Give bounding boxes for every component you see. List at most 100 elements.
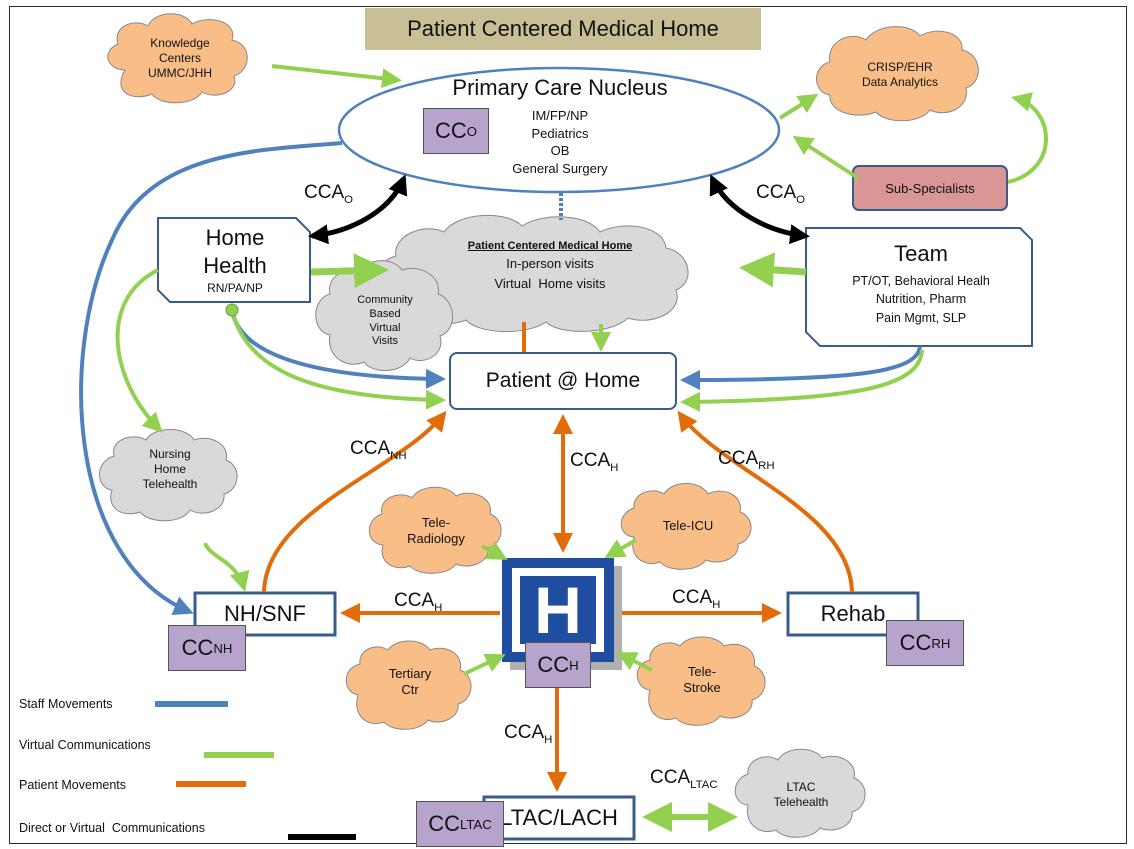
arrow-stroke-hospital — [616, 652, 653, 672]
tele-icu-label: Tele-ICU — [662, 518, 714, 533]
nucleus-service: Pediatrics — [531, 125, 589, 141]
cca-main: CCA — [350, 438, 391, 459]
arrow-sub-crisp-loop — [1007, 92, 1048, 184]
community-line: Community — [357, 294, 413, 306]
sub-specialists-box — [852, 165, 1008, 211]
tele-radiology-line: Tele- — [421, 515, 451, 530]
arrow-team-pcmh — [739, 252, 807, 288]
cca-h-right: CCAH — [672, 587, 720, 611]
cca-main: CCA — [570, 450, 611, 471]
cc-h-main: CC — [537, 652, 570, 677]
tertiary-label: Tertiary Ctr — [370, 666, 450, 699]
arrow-homehealth-patient-green — [230, 309, 446, 410]
cc-rh-main: CC — [899, 630, 932, 655]
cc-nh-main: CC — [181, 635, 214, 660]
team-label: Team PT/OT, Behavioral Healh Nutrition, … — [815, 240, 1027, 328]
tele-radiology-cloud — [368, 486, 502, 574]
ltac-telehealth-cloud — [734, 748, 866, 838]
team-line: PT/OT, Behavioral Healh — [852, 273, 990, 288]
cca-sub: H — [544, 733, 553, 746]
community-line: Based — [369, 307, 401, 320]
nucleus-services: IM/FP/NP Pediatrics OB General Surgery — [490, 107, 630, 177]
homehealth-node — [225, 303, 239, 317]
team-title: Team — [894, 241, 948, 266]
ltac-telehealth-line: Telehealth — [773, 795, 829, 809]
arrow-sub-crisp — [792, 135, 860, 180]
cca-main: CCA — [504, 722, 545, 743]
tele-icu-cloud — [620, 483, 752, 570]
cca-o-left: CCAO — [304, 182, 353, 206]
cca-sub: O — [344, 193, 353, 206]
cca-main: CCA — [650, 767, 691, 788]
cca-sub: H — [434, 601, 443, 614]
cca-rh: CCARH — [718, 448, 775, 472]
ltac-telehealth-line: LTAC — [786, 780, 816, 794]
arrow-tertiary-hospital — [463, 653, 506, 676]
legend-virtual: Virtual Communications — [19, 738, 151, 752]
tele-radiology-label: Tele- Radiology — [396, 515, 476, 548]
cca-sub: LTAC — [690, 778, 718, 791]
cca-sub: H — [712, 598, 721, 611]
home-health-line2: Health — [203, 252, 267, 278]
nh-snf-label: NH/SNF — [224, 601, 306, 626]
ltac-telehealth-label: LTAC Telehealth — [756, 780, 846, 810]
legend-patient: Patient Movements — [19, 778, 126, 792]
sub-specialists-label: Sub-Specialists — [885, 180, 975, 196]
tertiary-line: Tertiary — [388, 666, 432, 681]
pcmh-cloud-title: Patient Centered Medical Home — [467, 240, 633, 252]
nursing-telehealth-cloud — [99, 429, 238, 522]
team-line: Nutrition, Pharm — [875, 292, 967, 307]
arrow-nucleus-crisp — [778, 93, 819, 120]
cc-rh-sub: RH — [931, 635, 951, 651]
cca-sub: O — [796, 193, 805, 206]
ltac-box — [482, 795, 636, 841]
pcmh-cloud-label: Patient Centered Medical Home In-person … — [440, 240, 660, 292]
hospital-letter: H — [534, 573, 582, 647]
arrow-radiology-hospital — [481, 541, 508, 560]
nucleus-service: IM/FP/NP — [531, 108, 589, 123]
patient-home-box — [449, 352, 677, 410]
arrow-knowledge-nucleus — [271, 64, 402, 89]
home-health-roles: RN/PA/NP — [207, 281, 263, 295]
cca-o-right: CCAO — [756, 182, 805, 206]
knowledge-line: Centers — [158, 51, 202, 65]
knowledge-cloud — [107, 13, 248, 104]
home-health-shape — [157, 217, 311, 303]
arrow-icu-hospital — [604, 538, 637, 558]
team-line: Pain Mgmt, SLP — [875, 311, 967, 325]
tertiary-line: Ctr — [401, 682, 419, 698]
arrow-nucleus-homehealth — [308, 174, 408, 245]
tele-stroke-cloud — [636, 636, 766, 726]
cca-h-top: CCAH — [570, 450, 618, 474]
cca-main: CCA — [672, 587, 713, 608]
cc-o-main: CC — [434, 118, 467, 143]
community-line: Virtual — [369, 321, 401, 334]
nursing-line: Home — [153, 462, 186, 476]
cca-sub: NH — [390, 449, 407, 462]
cc-ltac-sub: LTAC — [460, 816, 492, 832]
knowledge-line: UMMC/JHH — [148, 66, 212, 80]
community-line: Visits — [371, 335, 399, 348]
nucleus-service: OB — [550, 143, 570, 159]
tele-radiology-line: Radiology — [407, 531, 465, 547]
cca-main: CCA — [304, 182, 345, 203]
cca-main: CCA — [394, 590, 435, 611]
community-cloud — [315, 260, 453, 371]
cc-o-sub: O — [466, 123, 478, 139]
nucleus-service: General Surgery — [512, 160, 608, 176]
arrow-nucleus-team — [709, 174, 810, 245]
diagram-title: Patient Centered Medical Home — [365, 8, 761, 50]
cca-main: CCA — [718, 448, 759, 469]
community-label: Community Based Virtual Visits — [340, 294, 430, 349]
cca-ltac: CCALTAC — [650, 767, 718, 791]
pcmh-cloud-line1: In-person visits — [506, 255, 594, 271]
home-health-label: Home Health RN/PA/NP — [165, 224, 305, 296]
crisp-label: CRISP/EHR Data Analytics — [840, 60, 960, 90]
arrow-homehealth-pcmh — [310, 253, 389, 289]
team-shape — [805, 227, 1033, 347]
nursing-line: Telehealth — [142, 477, 198, 491]
